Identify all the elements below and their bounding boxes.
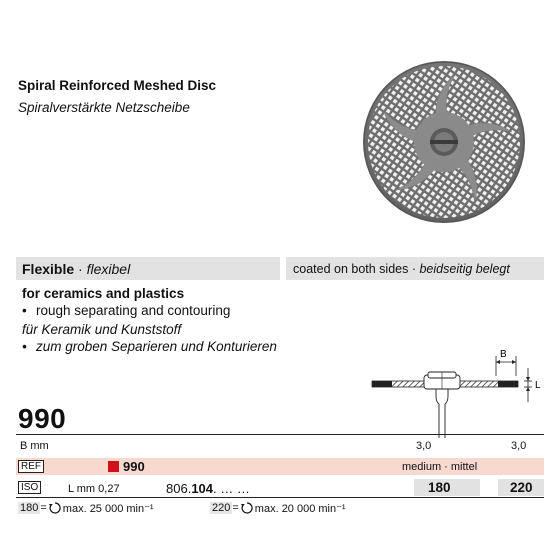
grade-label: medium · mittel [402, 461, 478, 473]
use-item-de: zum groben Separieren und Konturieren [36, 339, 277, 354]
belegt-label: beidseitig belegt [419, 262, 510, 276]
speed-max: max. 20 000 min⁻¹ [254, 502, 346, 515]
use-heading-de: für Keramik und Kunststoff [22, 322, 182, 337]
cross-section-diagram: B L [371, 349, 541, 438]
flexibility-bar: Flexible · flexibel [16, 257, 280, 280]
ref-value: 990 [123, 459, 145, 474]
iso-shape-code: 104 [191, 481, 214, 496]
iso-label: ISO [18, 481, 42, 494]
flexible-label: Flexible [22, 261, 75, 277]
iso-prefix: 806. [166, 481, 192, 496]
rotation-icon [48, 502, 61, 514]
speed-equals: = [232, 502, 239, 514]
dim-l-label: L [535, 380, 541, 391]
b-value: 3,0 [511, 440, 527, 452]
b-mm-label: B mm [20, 440, 49, 452]
iso-suffix: . … … [213, 481, 250, 496]
coated-label: coated on both sides [293, 262, 409, 276]
flexibel-label: flexibel [86, 261, 131, 277]
divider [16, 434, 544, 435]
ref-marker [108, 461, 119, 472]
speed-note: 180 = max. 25 000 min⁻¹ [18, 501, 154, 515]
size-value: 180 [428, 480, 451, 495]
product-subtitle: Spiralverstärkte Netzscheibe [18, 100, 190, 115]
speed-note: 220 = max. 20 000 min⁻¹ [210, 501, 346, 515]
product-title: Spiral Reinforced Meshed Disc [18, 78, 217, 93]
size-cell: 220 [498, 479, 544, 496]
separator: · [408, 262, 420, 276]
coating-bar: coated on both sides · beidseitig belegt [286, 257, 544, 280]
speed-equals: = [40, 502, 47, 514]
l-mm-label: L mm 0,27 [68, 483, 120, 495]
uses-block: for ceramics and plastics rough separati… [22, 285, 277, 355]
reference-number: 990 [18, 403, 67, 434]
ref-label: REF [18, 460, 44, 473]
disc-image [363, 61, 525, 223]
ref-row: REF 990 medium · mittel [16, 458, 544, 475]
separator: · [74, 261, 87, 277]
iso-row: ISO L mm 0,27 806.104. … … 180 220 [16, 479, 544, 496]
speed-max: max. 25 000 min⁻¹ [62, 502, 154, 515]
dim-b-label: B [500, 349, 507, 360]
use-heading-en: for ceramics and plastics [22, 286, 185, 301]
b-value: 3,0 [416, 440, 432, 452]
size-value: 220 [510, 480, 533, 495]
size-cell: 180 [414, 479, 480, 496]
speed-size: 220 [210, 502, 233, 514]
use-item-en: rough separating and contouring [36, 303, 231, 318]
iso-code: 806.104. … … [166, 481, 250, 496]
rotation-icon [240, 502, 253, 514]
speed-size: 180 [18, 502, 41, 514]
divider [16, 497, 544, 498]
